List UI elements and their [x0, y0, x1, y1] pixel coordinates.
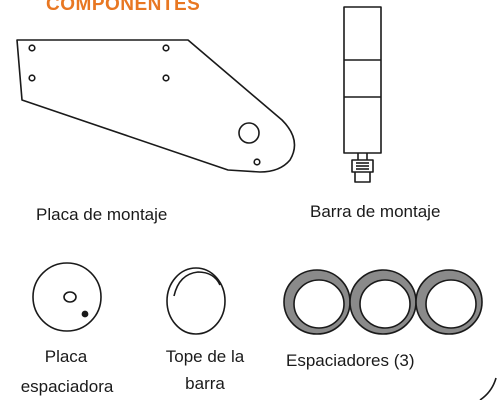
spacers: [283, 269, 483, 335]
mounting-bar-label: Barra de montaje: [310, 202, 441, 221]
spacer-1: [283, 269, 351, 335]
spacer-plate: [32, 262, 102, 332]
spacer-plate-label-line1: Placa: [44, 347, 88, 366]
spacer-3: [415, 269, 483, 335]
bar-stop-label-line2: barra: [185, 374, 225, 393]
section-title: COMPONENTES: [46, 0, 201, 15]
mounting-bar: [343, 6, 382, 183]
bar-stop-label-line1: Tope de la: [165, 347, 245, 366]
page-corner-mark: [479, 377, 497, 400]
bar-stop: [166, 267, 226, 335]
spacer-plate-label-line2: espaciadora: [20, 377, 114, 396]
spacers-label: Espaciadores (3): [286, 351, 415, 370]
mounting-plate-label: Placa de montaje: [36, 205, 168, 224]
mounting-plate: [16, 39, 296, 173]
spacer-2: [349, 269, 417, 335]
